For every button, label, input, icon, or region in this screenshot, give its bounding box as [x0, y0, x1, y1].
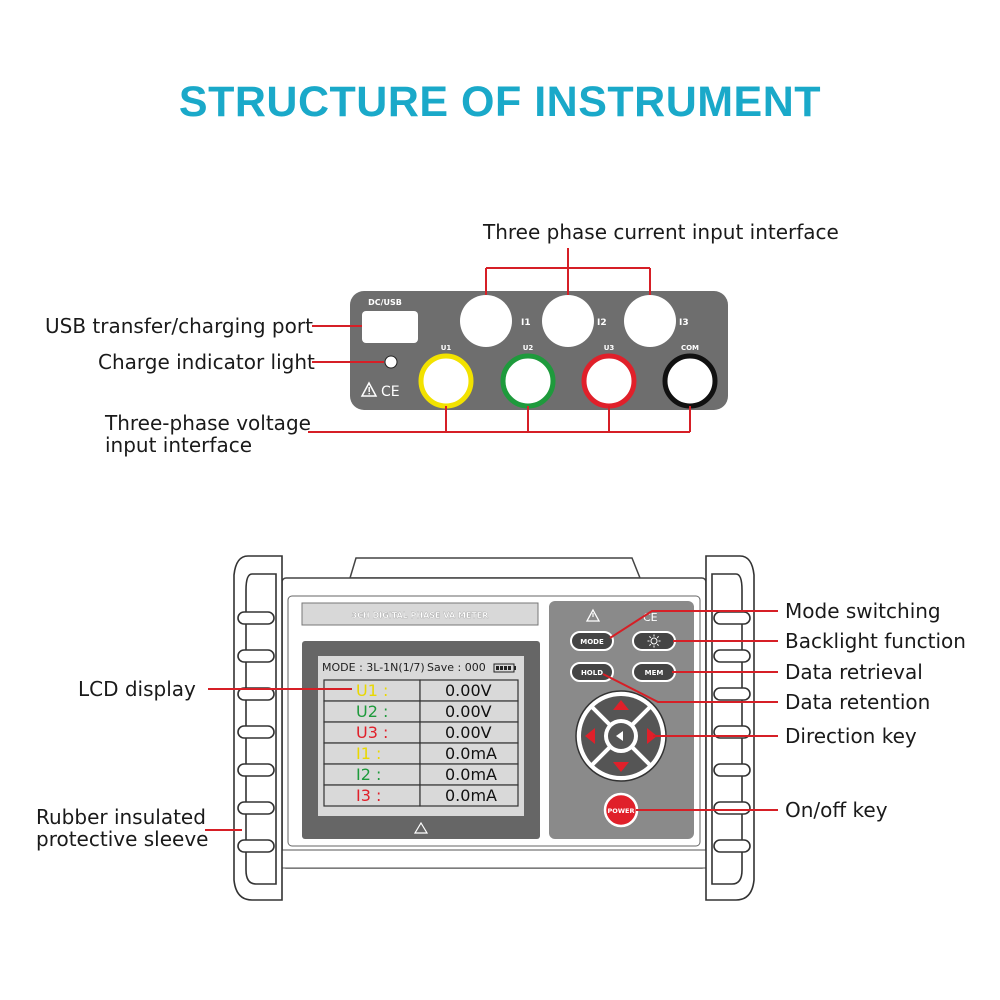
lcd-row-label: I3 :: [356, 786, 381, 805]
sleeve-callout-line2: protective sleeve: [36, 827, 209, 851]
voltage-jack-label: U1: [441, 344, 452, 352]
voltage-jack-u3: [581, 353, 637, 409]
bottom-callout-lines: [205, 610, 778, 831]
current-jack-label: I2: [597, 318, 607, 328]
page-title: STRUCTURE OF INSTRUMENT: [178, 78, 822, 126]
lcd-header-save: Save : 000: [427, 661, 486, 674]
voltage-jack-com: [662, 353, 718, 409]
charge-indicator-callout: Charge indicator light: [98, 350, 315, 374]
current-jack-label: I3: [679, 318, 689, 328]
lcd-row-label: U1 :: [356, 681, 388, 700]
up-arrow-icon[interactable]: [613, 700, 629, 710]
voltage-jack-u2: [500, 353, 556, 409]
lcd-row-label: U2 :: [356, 702, 388, 721]
meter-top-ridge: [348, 557, 642, 579]
ce-mark-icon: CE: [381, 384, 400, 400]
hold-button[interactable]: [570, 662, 614, 682]
mem-button-label: MEM: [645, 669, 664, 677]
mode-button[interactable]: [570, 631, 614, 651]
usb-port-callout: USB transfer/charging port: [45, 314, 313, 338]
nameplate: [301, 602, 539, 626]
enter-icon: [616, 731, 623, 741]
meter-body: 3CH DIGITAL PHASE VA METER MODE : 3L-1N(…: [233, 555, 755, 901]
data-retention-callout: Data retention: [785, 690, 931, 714]
voltage-input-callout-line2: input interface: [105, 433, 253, 457]
lcd-table: U1 : 0.00V U2 : 0.00V U3 : 0.00V I1 : 0.0mA I2 :…: [323, 679, 519, 807]
lcd-row-value: 0.0mA: [445, 786, 497, 805]
current-callout-line: [485, 248, 651, 295]
backlight-callout: Backlight function: [785, 629, 966, 653]
current-input-callout: Three phase current input interface: [483, 220, 839, 244]
usb-port: [362, 311, 418, 343]
onoff-key-callout: On/off key: [785, 798, 888, 822]
lcd-row-label: U3 :: [356, 723, 388, 742]
lcd-row-value: 0.00V: [445, 681, 492, 700]
voltage-jack-label: U3: [604, 344, 615, 352]
battery-icon: [493, 663, 516, 673]
voltage-jack-label: COM: [681, 344, 699, 352]
lcd-header-mode: MODE : 3L-1N(1/7): [322, 661, 425, 674]
voltage-input-callout-line1: Three-phase voltage: [105, 411, 311, 435]
voltage-jack-label: U2: [523, 344, 534, 352]
sun-icon: [647, 634, 661, 648]
lcd-row-value: 0.00V: [445, 723, 492, 742]
lcd-row-value: 0.0mA: [445, 765, 497, 784]
current-jack-i2: [542, 295, 594, 347]
power-button-label: POWER: [608, 807, 635, 815]
charge-indicator-light: [384, 355, 398, 369]
control-warning-icon: [585, 608, 601, 622]
retention-callout-line: [602, 673, 778, 703]
top-panel: DC/USB CE I1 I2 I3 U1 U2 U3 COM: [350, 291, 728, 410]
mode-button-label: MODE: [580, 638, 604, 646]
left-rubber-sleeve: [233, 555, 283, 901]
warning-icon: [360, 381, 378, 397]
lcd-row-label: I2 :: [356, 765, 381, 784]
sleeve-callout-line1: Rubber insulated: [36, 805, 206, 829]
lcd-display-callout: LCD display: [78, 677, 196, 701]
top-callout-lines: [308, 248, 691, 433]
current-jack-label: I1: [521, 318, 531, 328]
voltage-callout-line: [308, 406, 691, 433]
current-jack-i3: [624, 295, 676, 347]
lcd-row-value: 0.00V: [445, 702, 492, 721]
data-retrieval-callout: Data retrieval: [785, 660, 923, 684]
lcd-warning-icon: [413, 821, 429, 834]
current-jack-i1: [460, 295, 512, 347]
direction-key-callout: Direction key: [785, 724, 917, 748]
meter-bottom-band: [281, 849, 707, 869]
dc-usb-label: DC/USB: [368, 298, 402, 307]
hold-button-label: HOLD: [581, 669, 603, 677]
mode-callout-line: [609, 610, 778, 639]
down-arrow-icon[interactable]: [613, 762, 629, 772]
left-arrow-icon[interactable]: [585, 728, 595, 744]
lcd-row-value-cell: [419, 784, 519, 807]
voltage-jack-u1: [418, 353, 474, 409]
nameplate-text: 3CH DIGITAL PHASE VA METER: [352, 611, 489, 620]
lcd-row-value: 0.0mA: [445, 744, 497, 763]
mode-switching-callout: Mode switching: [785, 599, 941, 623]
lcd-row-label: I1 :: [356, 744, 381, 763]
direction-key[interactable]: [575, 690, 667, 782]
right-arrow-icon[interactable]: [647, 728, 657, 744]
right-rubber-sleeve: [705, 555, 755, 901]
